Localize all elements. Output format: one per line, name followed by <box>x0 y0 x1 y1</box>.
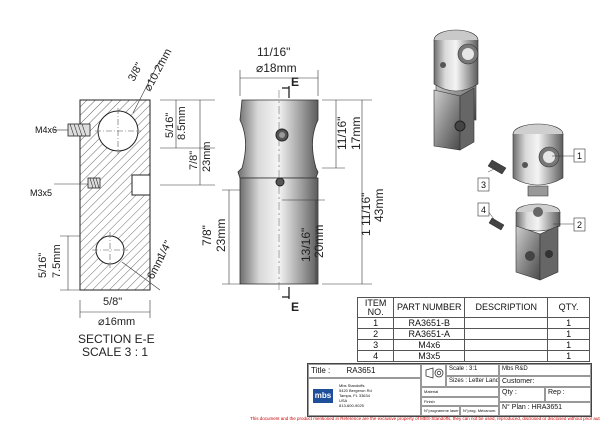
bom-item: 3 <box>356 339 395 351</box>
section-view <box>67 99 151 291</box>
company-cell: mbs Mbs Standoffs 5420 Bergeron Rd Tampa… <box>308 378 421 416</box>
callout-m3x5: M3x5 <box>30 188 52 198</box>
company-addr3: USA <box>339 398 348 403</box>
bom-qty: 1 <box>547 339 590 351</box>
front-dim-texts: 11/16" ⌀18mm 11/16" 17mm 1 11/16" 43mm 7… <box>200 45 386 262</box>
iso-exploded <box>477 123 586 281</box>
material-cell: Material <box>421 387 499 397</box>
bom-qty: 1 <box>547 317 590 329</box>
projection-symbol <box>421 364 446 387</box>
dim-c-mm: 20mm <box>312 225 326 258</box>
dim-total-mm: 43mm <box>372 189 386 222</box>
table-row: 2 RA3651-A 1 <box>356 328 590 340</box>
dim-low-inch: 5/16" <box>37 253 49 278</box>
company-name: Mbs Standoffs <box>339 383 365 388</box>
prog-laser-cell: N°programme laser <box>421 406 460 416</box>
table-row: 1 RA3651-B 1 <box>356 317 590 329</box>
balloon-3: 3 <box>481 180 486 190</box>
dim-hole-mm: ⌀10.2mm <box>142 47 174 94</box>
section-scale: SCALE 3 : 1 <box>82 345 148 359</box>
bom-qty: 1 <box>547 328 590 340</box>
bom-part: M4x6 <box>393 339 466 351</box>
bom-table: ITEM NO. PART NUMBER DESCRIPTION QTY. 1 … <box>356 297 590 362</box>
sheet-size-cell: Sizes : Letter Landscape <box>446 376 499 387</box>
company-address: Mbs Standoffs 5420 Bergeron Rd Tampa, FL… <box>339 383 372 408</box>
dim-a-mm: 17mm <box>349 117 363 150</box>
bom-desc <box>464 317 549 329</box>
front-view <box>237 90 319 290</box>
table-row: 3 M4x6 1 <box>356 339 590 351</box>
footer-notice: This document and the product mentioned … <box>250 416 600 421</box>
bom-desc <box>464 328 549 340</box>
bom-header-part: PART NUMBER <box>393 297 466 318</box>
bom-desc <box>464 350 549 362</box>
title-block: Title : RA3651 Scale : 3:1 Sizes : Lette… <box>307 363 592 417</box>
bom-item: 1 <box>356 317 395 329</box>
dim-total-inch: 1 11/16" <box>359 193 373 236</box>
company-addr2: Tampa, FL 33634 <box>339 393 370 398</box>
dim-h1-mm: 8.5mm <box>176 106 188 140</box>
dim-a-inch: 11/16" <box>335 117 349 150</box>
dim-top-inch: 11/16" <box>257 45 290 59</box>
dim-b-inch: 7/8" <box>200 225 214 246</box>
bom-header-desc: DESCRIPTION <box>464 297 549 318</box>
balloon-labels: 1 2 3 4 <box>481 151 582 230</box>
section-marker-top: E <box>291 75 299 89</box>
company-phone: 813-600-9025 <box>339 403 364 408</box>
iso-assembled <box>433 29 479 151</box>
section-title: SECTION E-E <box>78 332 155 346</box>
dim-h2-inch: 7/8" <box>188 151 200 170</box>
title-cell: Title : RA3651 <box>308 364 421 378</box>
mbs-cell: Mbs R&D <box>499 364 591 376</box>
callout-m4x6: M4x6 <box>35 125 57 135</box>
dim-b-mm: 23mm <box>214 219 228 252</box>
dim-h2-mm: 23mm <box>201 141 213 172</box>
bom-header-row: ITEM NO. PART NUMBER DESCRIPTION QTY. <box>356 297 590 318</box>
bom-part: M3x5 <box>393 350 466 362</box>
prog-meca-cell: N°prog. Mécanum. <box>460 406 499 416</box>
bom-header-qty: QTY. <box>547 297 590 318</box>
company-logo: mbs <box>313 389 333 403</box>
drawing-title: RA3651 <box>346 366 376 375</box>
balloon-2: 2 <box>577 220 582 230</box>
bom-part: RA3651-A <box>393 328 466 340</box>
bom-qty: 1 <box>547 350 590 362</box>
balloon-1: 1 <box>577 151 582 161</box>
bom-item: 4 <box>356 350 395 362</box>
dim-width-mm: ⌀16mm <box>98 316 135 328</box>
finish-cell: Finish <box>421 397 499 406</box>
front-dimensions <box>222 70 372 285</box>
dim-width-inch: 5/8" <box>103 296 122 308</box>
bom-item: 2 <box>356 328 395 340</box>
title-label: Title : <box>311 366 331 375</box>
scale-cell: Scale : 3:1 <box>446 364 499 376</box>
dim-h1-inch: 5/16" <box>164 113 176 138</box>
rep-cell: Rep : <box>545 387 591 402</box>
plan-number-cell: N° Plan : HRA3651 <box>499 402 591 416</box>
section-marker-bottom: E <box>291 300 299 314</box>
table-row: 4 M3x5 1 <box>356 350 590 362</box>
section-cut-marks <box>282 86 290 299</box>
balloon-4: 4 <box>481 205 486 215</box>
bom-header-item: ITEM NO. <box>356 297 395 318</box>
company-addr1: 5420 Bergeron Rd <box>339 388 372 393</box>
dim-hole-inch: 3/8" <box>126 61 146 84</box>
customer-cell: Customer: <box>499 376 591 387</box>
bom-desc <box>464 339 549 351</box>
dim-c-inch: 13/16" <box>299 228 313 262</box>
bom-part: RA3651-B <box>393 317 466 329</box>
section-dimensions <box>54 59 215 318</box>
dim-low-mm: 7.5mm <box>51 244 63 278</box>
dim-top-mm: ⌀18mm <box>256 61 297 75</box>
qty-cell: Qty : <box>499 387 545 402</box>
